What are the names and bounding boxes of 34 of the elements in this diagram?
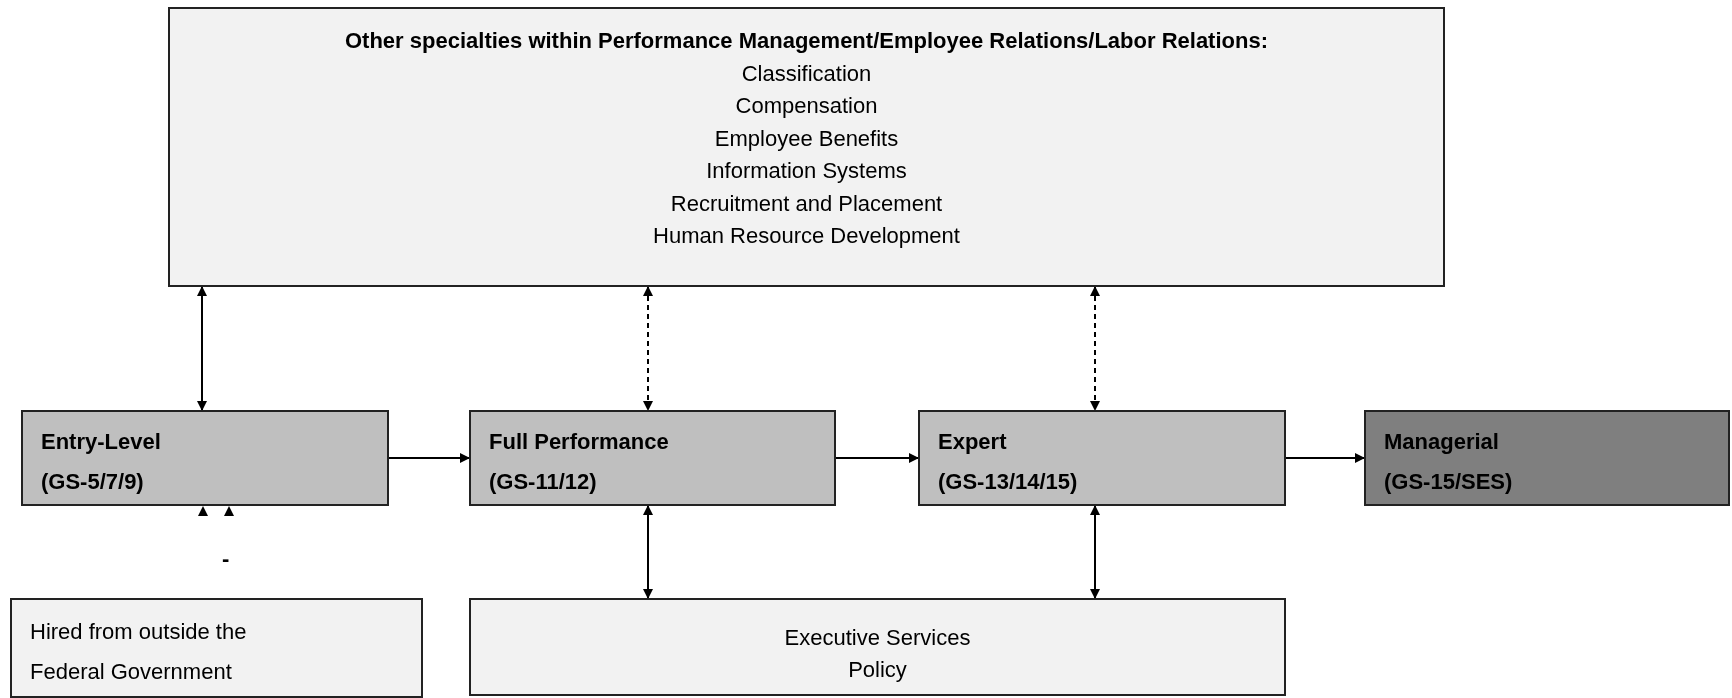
source-box <box>10 598 423 698</box>
node-text: Human Resource Development <box>652 222 961 250</box>
stage-box <box>469 410 836 506</box>
node-text: Employee Benefits <box>713 124 900 153</box>
arrow <box>197 286 207 411</box>
node-text: Recruitment and Placement <box>669 189 944 218</box>
info-box <box>469 598 1286 696</box>
stage-box <box>21 410 389 506</box>
arrow <box>643 286 653 411</box>
arrow <box>1090 286 1100 411</box>
node-text: Classification <box>740 59 873 88</box>
stage-label: Expert <box>938 428 1008 456</box>
stage-label: Full Performance <box>489 428 670 456</box>
arrow <box>1285 453 1365 463</box>
stage-box <box>918 410 1286 506</box>
stage-label: (GS-13/14/15) <box>938 468 1079 496</box>
arrow <box>835 453 919 463</box>
top-box <box>168 7 1445 287</box>
heading: Other specialties within Performance Management/Employee Relations/Labor Relations: <box>344 27 1269 55</box>
stage-label: (GS-11/12) <box>489 468 598 496</box>
stage-label: Managerial <box>1384 428 1500 456</box>
stage-label: (GS-15/SES) <box>1384 468 1514 496</box>
arrow <box>388 453 470 463</box>
stage-label: Entry-Level <box>41 428 162 456</box>
node-text: Policy <box>847 656 908 684</box>
stray-mark: - <box>222 546 230 572</box>
node-text: Information Systems <box>705 157 908 185</box>
stage-box <box>1364 410 1730 506</box>
stage-label: (GS-5/7/9) <box>41 468 145 496</box>
node-text: Compensation <box>734 92 879 120</box>
node-text: Executive Services <box>783 624 972 652</box>
node-text: Hired from outside the Federal Government <box>30 618 248 686</box>
arrow <box>643 505 653 599</box>
arrow <box>1090 505 1100 599</box>
